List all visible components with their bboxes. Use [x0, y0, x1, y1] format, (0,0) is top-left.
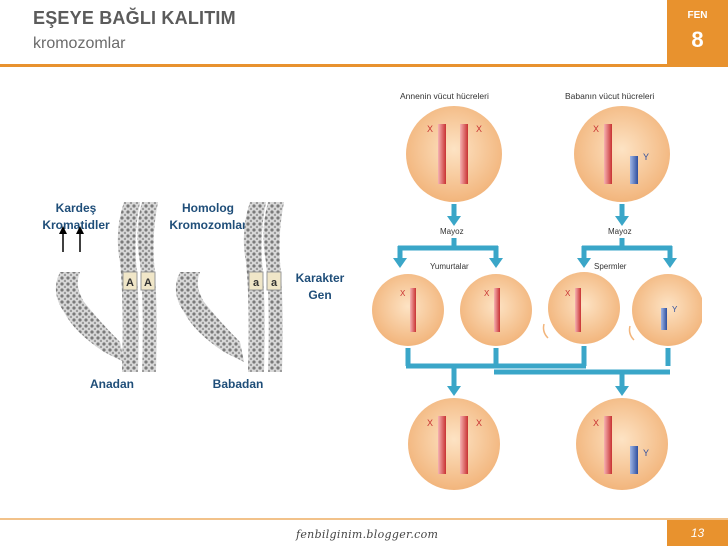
meiosis-arrow-icon [447, 204, 629, 226]
page-number: 13 [667, 520, 728, 546]
y-chromosome-label: Y [643, 152, 649, 162]
slide-header: EŞEYE BAĞLI KALITIM kromozomlar FEN 8 [0, 0, 728, 64]
allele-label: A [144, 277, 152, 289]
inheritance-diagram: Annenin vücut hücreleri Babanın vücut hü… [372, 91, 702, 490]
x-chromosome-label: X [484, 289, 490, 298]
footer-divider [0, 518, 728, 520]
allele-label: A [126, 277, 134, 289]
meiosis-left-label: Mayoz [440, 227, 464, 236]
homologous-chromosomes-label: Homolog Kromozomlar [169, 201, 247, 232]
fertilization-arrows-icon [405, 346, 671, 396]
eggs-label: Yumurtalar [430, 262, 469, 271]
x-chromosome-label: X [593, 418, 599, 428]
y-chromosome-label: Y [643, 448, 649, 458]
subject-badge: FEN 8 [667, 0, 728, 64]
male-offspring-cell: X Y [576, 398, 668, 490]
father-cell: X Y [574, 106, 670, 202]
grade-number: 8 [691, 27, 704, 52]
egg-cell: X [460, 274, 532, 346]
from-father-label: Babadan [212, 377, 264, 391]
subject-badge-label: FEN [687, 10, 708, 21]
header-divider [0, 64, 728, 67]
allele-label: a [271, 277, 278, 289]
x-chromosome-label: X [476, 418, 482, 428]
chromosome-maternal [55, 202, 158, 372]
chromosome-illustration: A A a a [55, 202, 284, 372]
sperm-label: Spermler [594, 262, 627, 271]
x-chromosome-label: X [593, 124, 599, 134]
x-chromosome-label: X [427, 418, 433, 428]
allele-label: a [253, 277, 260, 289]
chromosome-paternal [175, 202, 284, 372]
branch-arrows-icon [393, 238, 677, 268]
mother-cells-heading: Annenin vücut hücreleri [400, 91, 489, 101]
meiosis-right-label: Mayoz [608, 227, 632, 236]
sperm-cell: X [542, 272, 620, 344]
female-offspring-cell: X X [408, 398, 500, 490]
gene-label: Karakter Gen [295, 271, 345, 302]
x-chromosome-label: X [565, 289, 571, 298]
x-chromosome-label: X [476, 124, 482, 134]
y-chromosome-label: Y [672, 305, 678, 314]
sperm-cell: Y [628, 274, 702, 346]
arrow-icon [59, 226, 84, 252]
from-mother-label: Anadan [89, 377, 134, 391]
x-chromosome-label: X [427, 124, 433, 134]
egg-cell: X [372, 274, 444, 346]
slide-subtitle: kromozomlar [33, 35, 126, 52]
mother-cell: X X [406, 106, 502, 202]
slide-title: EŞEYE BAĞLI KALITIM [33, 8, 236, 28]
footer-source: fenbilginim.blogger.com [296, 528, 439, 541]
sister-chromatids-label: Kardeş Kromatidler [42, 201, 110, 232]
x-chromosome-label: X [400, 289, 406, 298]
father-cells-heading: Babanın vücut hücreleri [565, 91, 654, 101]
